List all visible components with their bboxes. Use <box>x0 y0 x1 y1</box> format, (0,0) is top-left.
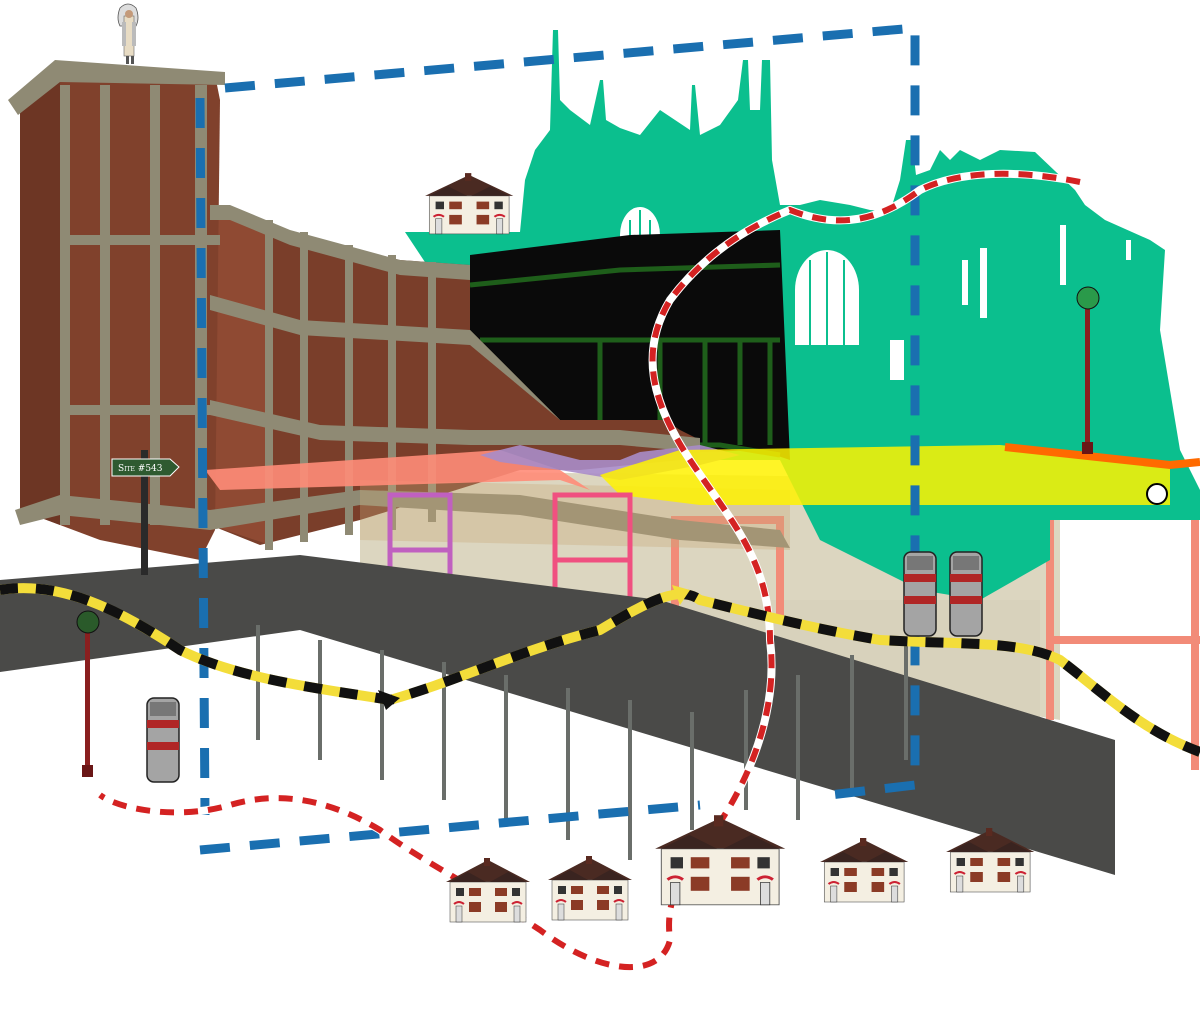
white-circle-marker-icon <box>1146 483 1168 505</box>
blue-dashed-frame <box>195 23 920 855</box>
black-glass-block <box>469 230 790 460</box>
yellow-black-route <box>0 583 1200 757</box>
semi-detached-house-icon <box>653 813 787 907</box>
street-lamp-icon <box>76 610 100 777</box>
litter-bin-icon <box>949 551 983 637</box>
headdress-figure-icon <box>117 3 139 64</box>
semi-detached-house-icon <box>445 857 531 923</box>
street-lamp-icon <box>1076 286 1100 454</box>
canopy-frames <box>387 492 633 605</box>
semi-detached-house-icon <box>424 172 515 235</box>
road <box>0 555 1115 875</box>
pink-canopy <box>205 450 590 490</box>
semi-detached-house-icon <box>547 855 633 921</box>
yellow-canopy <box>600 443 1200 505</box>
signpost-label: Site #543 <box>118 464 163 474</box>
semi-detached-house-icon <box>819 836 910 904</box>
litter-bin-icon <box>146 697 180 783</box>
litter-bin-icon <box>903 551 937 637</box>
brick-building <box>8 60 790 560</box>
signpost-icon: Site #543 <box>111 450 180 575</box>
red-white-route <box>97 169 1081 972</box>
